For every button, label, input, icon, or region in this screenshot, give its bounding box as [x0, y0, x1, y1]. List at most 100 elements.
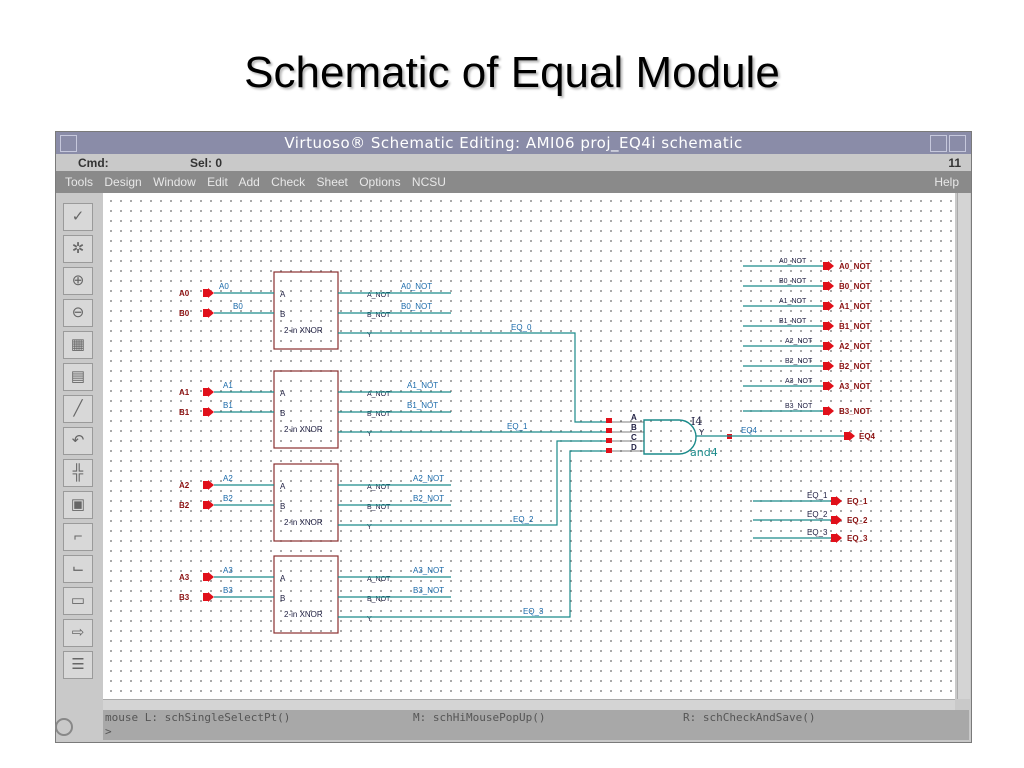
xnor-2-body — [273, 463, 339, 542]
copy-icon[interactable]: ▤ — [63, 363, 93, 391]
wire-label-right-eq-1: EQ_1 — [807, 491, 828, 500]
pin-right-eq-2[interactable] — [831, 515, 842, 525]
pin-b3[interactable] — [203, 592, 214, 602]
pin-right-b1-not[interactable] — [823, 321, 834, 331]
pin-b1[interactable] — [203, 407, 214, 417]
menu-options[interactable]: Options — [359, 175, 401, 189]
wire-label-right-b1-not: B1_NOT — [779, 318, 807, 325]
pin-icon[interactable]: ⌐ — [63, 523, 93, 551]
minimize-button[interactable] — [930, 135, 947, 152]
window-titlebar[interactable]: Virtuoso® Schematic Editing: AMI06 proj_… — [56, 132, 971, 154]
pin-b2-label: B2 — [179, 501, 190, 510]
xnor-gate-2[interactable]: A B 2-in XNOR A_NOT B_NOT Y — [273, 463, 391, 542]
stretch-icon[interactable]: ▦ — [63, 331, 93, 359]
pin-right-a1-not[interactable] — [823, 301, 834, 311]
lasso-icon[interactable] — [55, 718, 73, 736]
and4-cell-name: and4 — [690, 446, 718, 459]
window-menu-button[interactable] — [60, 135, 77, 152]
wire-eq-3[interactable] — [338, 450, 608, 618]
xnor-2-pin-a: A — [280, 482, 286, 491]
xnor-2-pin-b: B — [280, 502, 285, 511]
pin-right-a0-not[interactable] — [823, 261, 834, 271]
and4-pin-y: Y — [699, 428, 705, 437]
menu-tools[interactable]: Tools — [65, 175, 94, 189]
zoom-out-icon[interactable]: ⊖ — [63, 299, 93, 327]
xnor-3-pin-a: A — [280, 574, 286, 583]
pin-right-a2-not[interactable] — [823, 341, 834, 351]
xnor-gate-1[interactable]: A B 2-in XNOR A_NOT B_NOT Y — [273, 370, 391, 449]
pin-a1-label: A1 — [179, 388, 190, 397]
menu-bar: Tools Design Window Edit Add Check Sheet… — [56, 171, 971, 193]
wire-icon[interactable]: ╱ — [63, 395, 93, 423]
instance-icon[interactable]: ☰ — [63, 651, 93, 679]
pin-right-a1-not-label: A1_NOT — [839, 302, 871, 311]
zoom-in-icon[interactable]: ⊕ — [63, 267, 93, 295]
wire-label-eq-2: EQ_2 — [513, 515, 534, 524]
pin-b2[interactable] — [203, 500, 214, 510]
wire-eq-0[interactable] — [338, 332, 608, 423]
wire-label-eq4: EQ4 — [741, 426, 758, 435]
xnor-2-pin-b-not: B_NOT — [367, 504, 391, 511]
schematic-canvas[interactable]: A B 2-in XNOR A_NOT B_NOT Y A0 B0 A0 B0 … — [103, 193, 955, 699]
menu-edit[interactable]: Edit — [207, 175, 228, 189]
pin-right-a3-not[interactable] — [823, 381, 834, 391]
menu-help[interactable]: Help — [934, 175, 959, 189]
schematic-drawing: A B 2-in XNOR A_NOT B_NOT Y A0 B0 A0 B0 … — [179, 258, 876, 634]
menu-sheet[interactable]: Sheet — [316, 175, 348, 189]
pin-eq4[interactable] — [844, 431, 855, 441]
wire-label-a1-not: A1_NOT — [407, 381, 438, 390]
selection-count: Sel: 0 — [190, 156, 223, 170]
wire-eq-2[interactable] — [338, 440, 608, 526]
xnor-gate-0[interactable]: A B 2-in XNOR A_NOT B_NOT Y — [273, 271, 391, 350]
xnor-3-pin-y: Y — [367, 616, 372, 623]
pin-right-eq-3[interactable] — [831, 533, 842, 543]
and4-pin-c-marker — [606, 438, 612, 443]
pin-a0-label: A0 — [179, 289, 190, 298]
maximize-button[interactable] — [949, 135, 966, 152]
pin-right-b2-not-label: B2_NOT — [839, 362, 871, 371]
menu-add[interactable]: Add — [238, 175, 260, 189]
and4-pin-b: B — [631, 423, 637, 432]
pin-a1[interactable] — [203, 387, 214, 397]
pin-a2[interactable] — [203, 480, 214, 490]
undo-icon[interactable]: ↶ — [63, 427, 93, 455]
and4-instance-name: I4 — [691, 415, 702, 428]
window-title: Virtuoso® Schematic Editing: AMI06 proj_… — [284, 134, 743, 152]
pin-right-b0-not[interactable] — [823, 281, 834, 291]
xnor-gate-3[interactable]: A B 2-in XNOR A_NOT B_NOT Y — [273, 555, 391, 634]
wire-label-b0: B0 — [233, 302, 243, 311]
xnor-1-body — [273, 370, 339, 449]
command-prompt[interactable]: > — [105, 725, 112, 738]
xnor-3-pin-b: B — [280, 594, 285, 603]
status-number: 11 — [948, 156, 961, 170]
virtuoso-window: Virtuoso® Schematic Editing: AMI06 proj_… — [55, 131, 972, 743]
pin-a0[interactable] — [203, 288, 214, 298]
xnor-0-pin-b: B — [280, 310, 285, 319]
wire-label-right-b2-not: B2_NOT — [785, 358, 813, 365]
mouse-left-binding: mouse L: schSingleSelectPt() — [105, 711, 291, 724]
gear-icon[interactable]: ✲ — [63, 235, 93, 263]
and4-body — [643, 419, 697, 455]
port-icon[interactable]: ⇨ — [63, 619, 93, 647]
wire-label-right-a2-not: A2_NOT — [785, 338, 813, 345]
xnor-2-pin-y: Y — [367, 524, 372, 531]
vertical-scrollbar[interactable] — [957, 193, 970, 699]
check-icon[interactable]: ✓ — [63, 203, 93, 231]
pin-right-eq-1[interactable] — [831, 496, 842, 506]
pin-right-b2-not[interactable] — [823, 361, 834, 371]
label-icon[interactable]: ▭ — [63, 587, 93, 615]
menu-design[interactable]: Design — [104, 175, 142, 189]
menu-check[interactable]: Check — [271, 175, 306, 189]
menu-window[interactable]: Window — [153, 175, 196, 189]
property-icon[interactable]: ▣ — [63, 491, 93, 519]
step-icon[interactable]: ⌙ — [63, 555, 93, 583]
xnor-3-label: 2-in XNOR — [284, 610, 323, 619]
wire-label-b2-not: B2_NOT — [413, 494, 444, 503]
pin-right-b3-not[interactable] — [823, 406, 834, 416]
grid-icon[interactable]: ╬ — [63, 459, 93, 487]
horizontal-scrollbar[interactable] — [103, 699, 955, 710]
pin-a3[interactable] — [203, 572, 214, 582]
pin-b0[interactable] — [203, 308, 214, 318]
pin-b0-label: B0 — [179, 309, 190, 318]
menu-ncsu[interactable]: NCSU — [411, 175, 446, 189]
